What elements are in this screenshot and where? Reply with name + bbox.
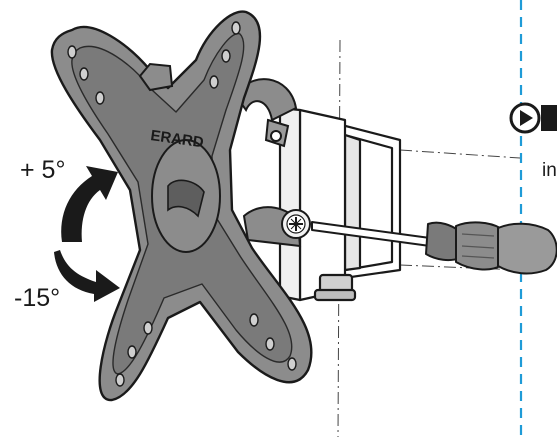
tilt-hinge [234, 78, 298, 148]
screw-icon [281, 209, 311, 239]
tilt-up-label: + 5° [20, 156, 66, 184]
tilt-up-arrow-icon [61, 166, 118, 242]
vesa-plate: ERARD [50, 10, 313, 402]
side-text: in [542, 160, 557, 181]
screwdriver-icon [311, 221, 557, 275]
mounting-holes [67, 21, 297, 387]
wall-bracket [278, 106, 402, 302]
play-circle-icon [509, 102, 557, 134]
tilt-down-label: -15° [14, 284, 61, 312]
tilt-down-arrow-icon [54, 250, 120, 302]
